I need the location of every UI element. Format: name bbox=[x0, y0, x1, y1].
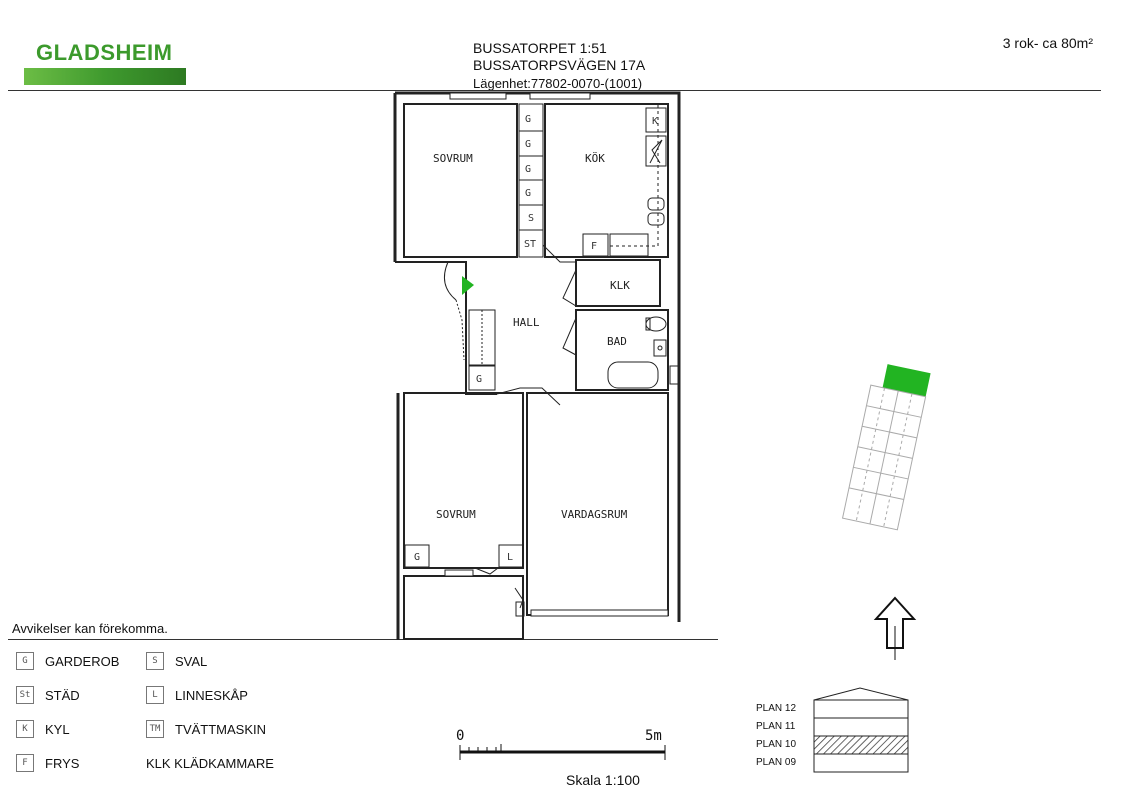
legend-code-box: K bbox=[16, 720, 34, 738]
room-label-klk: KLK bbox=[610, 279, 630, 292]
legend-label: FRYS bbox=[45, 755, 80, 771]
gladsheim-logo: GLADSHEIM bbox=[36, 40, 173, 65]
legend-item-sval: S SVAL bbox=[146, 652, 207, 670]
fixture-k: K bbox=[652, 116, 658, 127]
plan-label-12: PLAN 12 bbox=[756, 703, 797, 714]
room-summary: 3 rok- ca 80m² bbox=[1002, 35, 1093, 51]
legend-label: LINNESKÅP bbox=[175, 687, 248, 703]
site-plan bbox=[841, 364, 931, 531]
fixture-g-2: G bbox=[525, 139, 531, 150]
room-label-kok: KÖK bbox=[585, 152, 605, 165]
plan-diagram bbox=[813, 687, 909, 773]
legend-code-box: L bbox=[146, 686, 164, 704]
fixture-g-bedroom: G bbox=[414, 552, 420, 563]
legend-label: STÄD bbox=[45, 687, 80, 703]
room-label-sovrum-top: SOVRUM bbox=[433, 152, 473, 165]
fixture-g-1: G bbox=[525, 114, 531, 125]
fixture-g-3: G bbox=[525, 164, 531, 175]
legend-code-box: S bbox=[146, 652, 164, 670]
legend-label: SVAL bbox=[175, 653, 208, 669]
deviation-note: Avvikelser kan förekomma. bbox=[12, 621, 168, 636]
legend-code-box: TM bbox=[146, 720, 164, 738]
legend-label: TVÄTTMASKIN bbox=[175, 721, 267, 737]
legend-item-kyl: K KYL bbox=[16, 720, 70, 738]
legend-divider bbox=[8, 639, 718, 640]
legend-item-frys: F FRYS bbox=[16, 754, 79, 772]
apartment-number: Lägenhet:77802-0070-(1001) bbox=[473, 76, 643, 91]
scale-label: Skala 1:100 bbox=[566, 772, 640, 788]
legend-item-kladkammare: KLK KLÄDKAMMARE bbox=[146, 756, 274, 771]
room-label-bad: BAD bbox=[607, 335, 627, 348]
north-arrow-icon bbox=[873, 596, 917, 660]
legend-code-box: St bbox=[16, 686, 34, 704]
legend-label: KYL bbox=[45, 721, 70, 737]
scale-start: 0 bbox=[456, 728, 464, 744]
legend-label: GARDEROB bbox=[45, 653, 120, 669]
legend-item-tvattmaskin: TM TVÄTTMASKIN bbox=[146, 720, 266, 738]
scale-end: 5m bbox=[645, 728, 662, 744]
street-address: BUSSATORPSVÄGEN 17A bbox=[473, 57, 646, 73]
logo-bar bbox=[24, 68, 186, 85]
entrance-marker-icon bbox=[462, 276, 474, 295]
legend-code-box: F bbox=[16, 754, 34, 772]
room-label-sovrum-bottom: SOVRUM bbox=[436, 508, 476, 521]
header-divider bbox=[8, 90, 1101, 91]
legend-item-linneskap: L LINNESKÅP bbox=[146, 686, 248, 704]
fixture-l: L bbox=[507, 552, 513, 563]
legend-label: KLK KLÄDKAMMARE bbox=[146, 756, 274, 771]
plan-label-10: PLAN 10 bbox=[756, 739, 797, 750]
fixture-st: ST bbox=[524, 239, 536, 250]
fixture-f: F bbox=[591, 241, 597, 252]
plan-label-11: PLAN 11 bbox=[756, 721, 796, 732]
fixture-g-4: G bbox=[525, 188, 531, 199]
room-label-vardagsrum: VARDAGSRUM bbox=[561, 508, 628, 521]
fixture-g-hall: G bbox=[476, 374, 482, 385]
legend-item-garderob: G GARDEROB bbox=[16, 652, 119, 670]
legend-item-stad: St STÄD bbox=[16, 686, 80, 704]
plan-label-09: PLAN 09 bbox=[756, 757, 797, 768]
fixture-s: S bbox=[528, 213, 534, 224]
property-title: BUSSATORPET 1:51 bbox=[473, 40, 607, 56]
room-label-hall: HALL bbox=[513, 316, 540, 329]
scale-bar bbox=[459, 744, 666, 760]
legend-code-box: G bbox=[16, 652, 34, 670]
